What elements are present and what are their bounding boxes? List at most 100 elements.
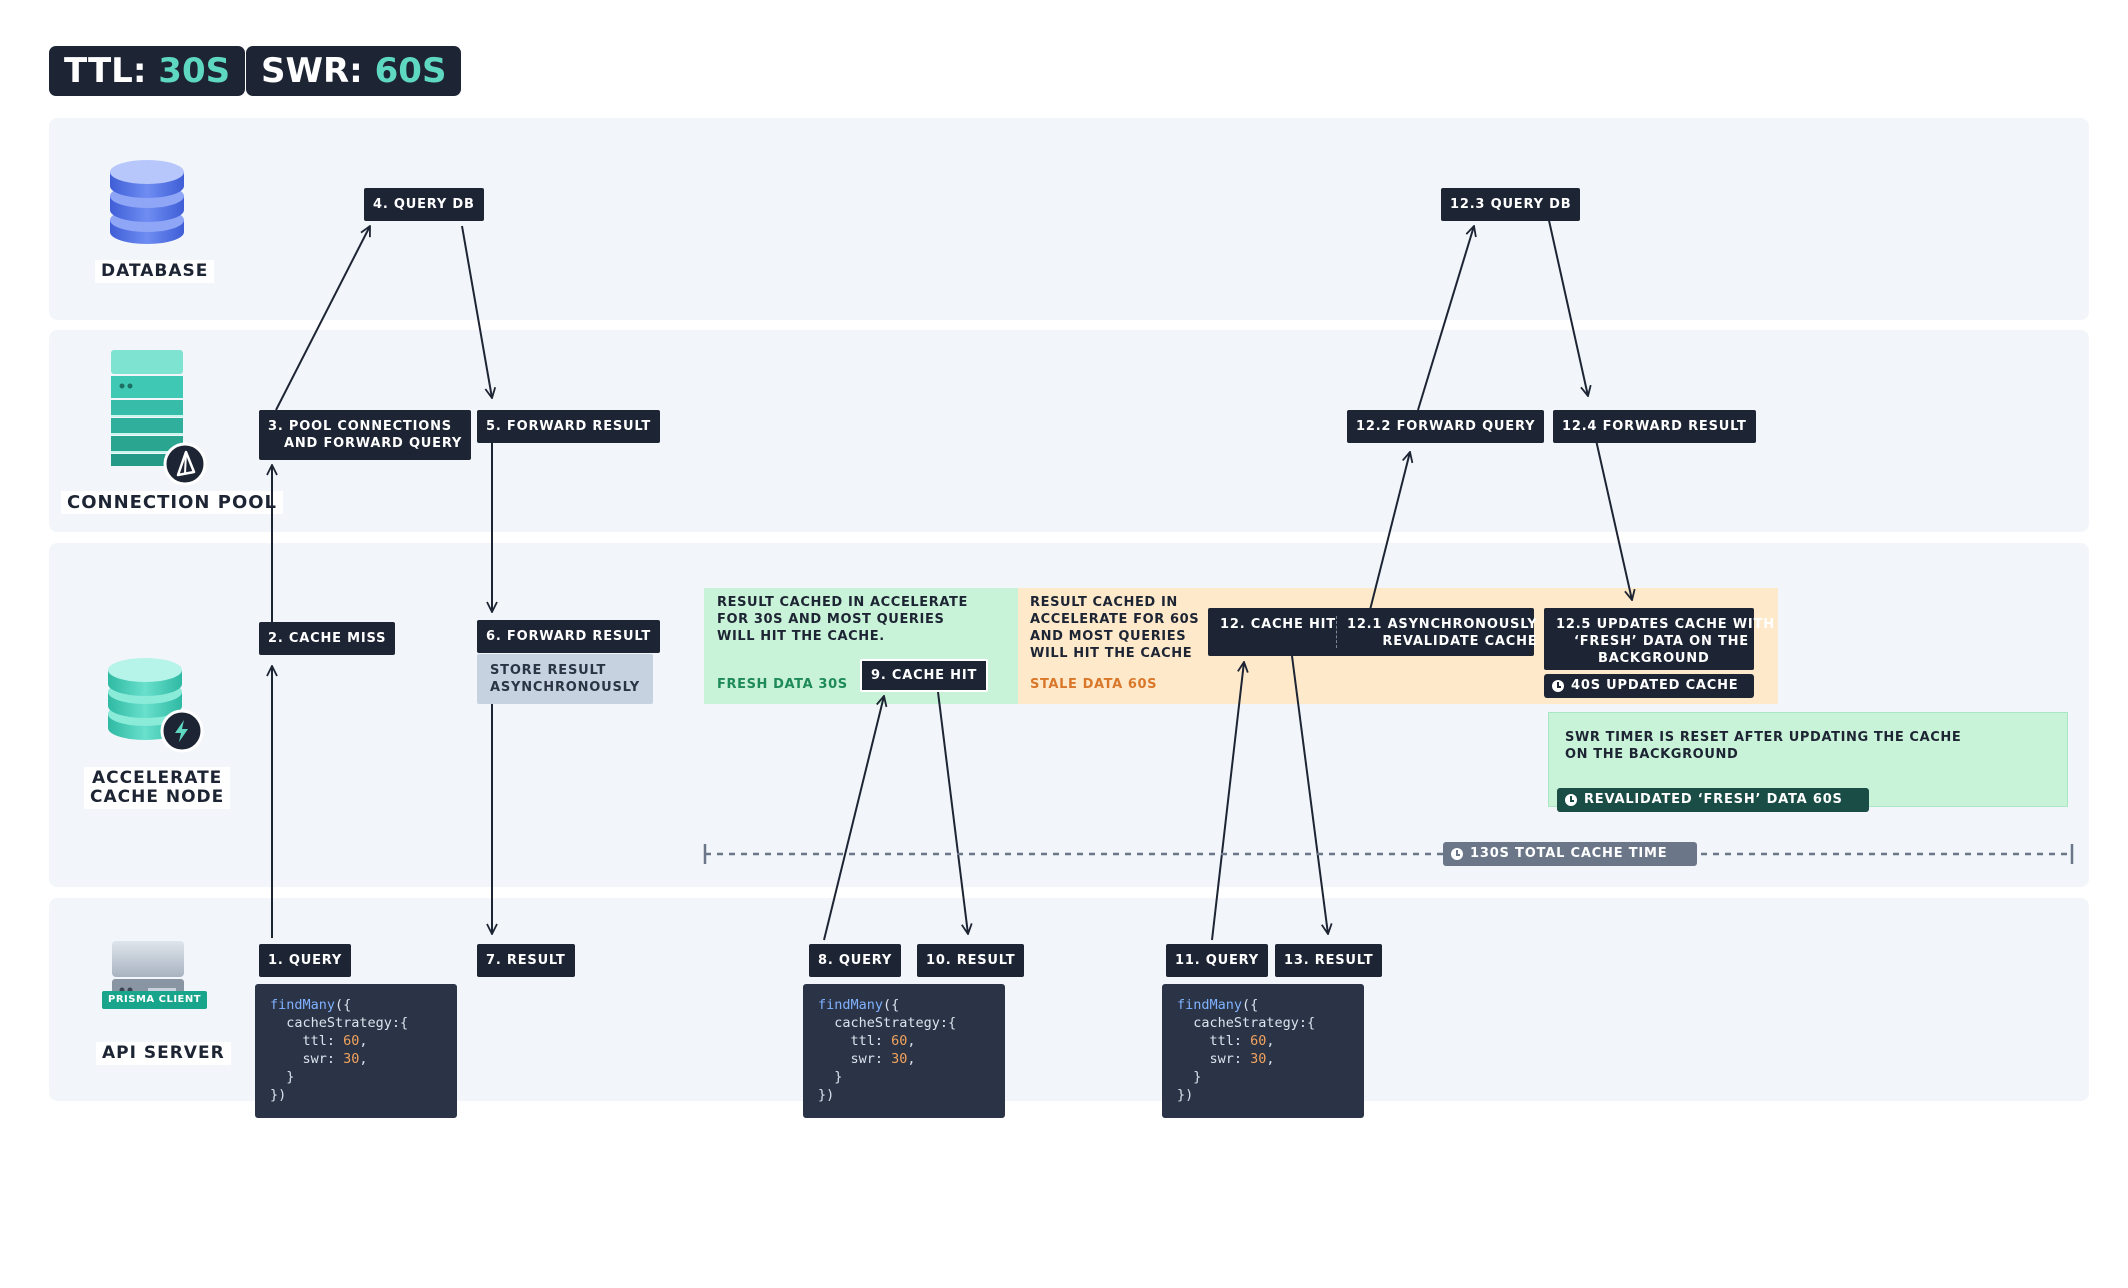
step-13-result: 13. RESULT (1275, 944, 1383, 977)
code-close: }) (818, 1087, 835, 1103)
step-12-5-line3: BACKGROUND (1598, 651, 1710, 666)
code-comma: , (359, 1033, 368, 1049)
arrow-12-2-to-12-3 (1417, 226, 1474, 411)
code-swr-key: swr: (302, 1051, 344, 1067)
swr-badge: SWR: 60S (246, 46, 462, 96)
code-open: ({ (335, 997, 352, 1013)
step-1-query: 1. QUERY (259, 944, 352, 977)
revalidated-fresh-pill: REVALIDATED ‘FRESH’ DATA 60S (1557, 788, 1869, 812)
step-12-1-revalidate: 12.1 ASYNCHRONOUSLY REVALIDATE CACHE (1335, 616, 1538, 649)
step-12-5-updates-cache: 12.5 UPDATES CACHE WITH ‘FRESH’ DATA ON … (1544, 608, 1775, 670)
code-swr-val: 30 (343, 1051, 360, 1067)
arrow-4-to-5 (461, 225, 492, 398)
code-fn: findMany (270, 997, 336, 1013)
arrow-12-1-to-12-2 (1369, 452, 1410, 611)
prisma-client-badge: PRISMA CLIENT (102, 991, 208, 1009)
code-comma: , (359, 1051, 368, 1067)
code-open: ({ (883, 997, 900, 1013)
code-fn: findMany (818, 997, 884, 1013)
arrow-11-to-12 (1211, 662, 1244, 941)
fresh-note-line3: WILL HIT THE CACHE. (717, 629, 885, 644)
code-close: }) (1177, 1087, 1194, 1103)
code-comma: , (907, 1051, 916, 1067)
stale-note-line1: RESULT CACHED IN (1030, 595, 1178, 610)
step-3-pool-connections: 3. POOL CONNECTIONS AND FORWARD QUERY (259, 410, 472, 460)
code-open: ({ (1242, 997, 1259, 1013)
ttl-value: 30S (158, 51, 231, 91)
total-cache-text: 130S TOTAL CACHE TIME (1470, 846, 1668, 861)
step-12-5-line1: 12.5 UPDATES CACHE WITH (1556, 617, 1775, 632)
lightning-icon (160, 709, 204, 753)
step-9-cache-hit: 9. CACHE HIT (860, 659, 989, 692)
step-8-query: 8. QUERY (809, 944, 902, 977)
code-strategy: cacheStrategy:{ (834, 1015, 957, 1031)
fresh-note-line2: FOR 30S AND MOST QUERIES (717, 612, 945, 627)
step-11-query: 11. QUERY (1166, 944, 1268, 977)
code-ttl-key: ttl: (850, 1033, 892, 1049)
database-icon (110, 160, 184, 244)
code-ttl-val: 60 (891, 1033, 908, 1049)
code-snippet-1: findMany({ cacheStrategy:{ ttl: 60, swr:… (255, 984, 457, 1118)
stale-note-line2: ACCELERATE FOR 60S (1030, 612, 1200, 627)
code-comma: , (1266, 1051, 1275, 1067)
step-6-store-async-note: STORE RESULT ASYNCHRONOUSLY (477, 654, 653, 704)
step-10-result: 10. RESULT (917, 944, 1025, 977)
clock-icon (1451, 848, 1463, 860)
swr-value: 60S (374, 51, 447, 91)
stale-note-line3: AND MOST QUERIES (1030, 629, 1187, 644)
stale-note-line4: WILL HIT THE CACHE (1030, 646, 1193, 661)
fresh-data-tag: FRESH DATA 30S (717, 677, 848, 692)
ttl-label: TTL: (64, 51, 147, 91)
step-5-forward-result: 5. FORWARD RESULT (477, 410, 661, 443)
code-snippet-3: findMany({ cacheStrategy:{ ttl: 60, swr:… (1162, 984, 1364, 1118)
step-12-1-line2: REVALIDATE CACHE (1382, 634, 1538, 649)
code-ttl-key: ttl: (1209, 1033, 1251, 1049)
lane-label-cache-node: ACCELERATE CACHE NODE (84, 767, 231, 809)
step-12-cache-hit-group: 12. CACHE HIT 12.1 ASYNCHRONOUSLY REVALI… (1208, 608, 1537, 656)
arrow-12-4-to-12-5 (1595, 439, 1632, 600)
step-2-cache-miss: 2. CACHE MISS (259, 622, 396, 655)
code-strategy: cacheStrategy:{ (286, 1015, 409, 1031)
swr-label: SWR: (261, 51, 363, 91)
code-swr-val: 30 (1250, 1051, 1267, 1067)
swr-reset-line2: ON THE BACKGROUND (1565, 747, 1739, 762)
code-ttl-val: 60 (1250, 1033, 1267, 1049)
ttl-badge: TTL: 30S (49, 46, 246, 96)
swr-reset-line1: SWR TIMER IS RESET AFTER UPDATING THE CA… (1565, 730, 1962, 745)
code-swr-val: 30 (891, 1051, 908, 1067)
code-comma: , (907, 1033, 916, 1049)
code-close-inner: } (1193, 1069, 1202, 1085)
step-3-line1: 3. POOL CONNECTIONS (268, 419, 452, 434)
step-6-forward-result: 6. FORWARD RESULT (477, 620, 661, 653)
lane-label-connection-pool: CONNECTION POOL (61, 491, 284, 514)
code-strategy: cacheStrategy:{ (1193, 1015, 1316, 1031)
clock-icon (1552, 680, 1564, 692)
lane-label-api-server: API SERVER (96, 1042, 231, 1065)
step-12-3-query-db: 12.3 QUERY DB (1441, 188, 1581, 221)
code-swr-key: swr: (850, 1051, 892, 1067)
prisma-icon (163, 442, 207, 486)
total-cache-time-pill: 130S TOTAL CACHE TIME (1443, 842, 1697, 866)
step-12-2-forward-query: 12.2 FORWARD QUERY (1347, 410, 1545, 443)
step-12-5-line2: ‘FRESH’ DATA ON THE (1574, 634, 1749, 649)
code-swr-key: swr: (1209, 1051, 1251, 1067)
step-4-query-db: 4. QUERY DB (364, 188, 484, 221)
step-12-4-forward-result: 12.4 FORWARD RESULT (1553, 410, 1756, 443)
code-snippet-2: findMany({ cacheStrategy:{ ttl: 60, swr:… (803, 984, 1005, 1118)
code-ttl-key: ttl: (302, 1033, 344, 1049)
fresh-note-line1: RESULT CACHED IN ACCELERATE (717, 595, 968, 610)
step-3-line2: AND FORWARD QUERY (284, 436, 463, 451)
code-comma: , (1266, 1033, 1275, 1049)
stale-data-tag: STALE DATA 60S (1030, 677, 1158, 692)
lane-label-cache-node-line1: ACCELERATE (91, 768, 223, 788)
arrow-12-to-13 (1291, 655, 1328, 934)
code-close-inner: } (286, 1069, 295, 1085)
step-7-result: 7. RESULT (477, 944, 575, 977)
arrow-3-to-4 (275, 226, 370, 411)
store-note-line2: ASYNCHRONOUSLY (490, 680, 640, 695)
step-12-cache-hit: 12. CACHE HIT (1220, 617, 1336, 632)
code-ttl-val: 60 (343, 1033, 360, 1049)
code-close: }) (270, 1087, 287, 1103)
revalidated-text: REVALIDATED ‘FRESH’ DATA 60S (1584, 792, 1843, 807)
